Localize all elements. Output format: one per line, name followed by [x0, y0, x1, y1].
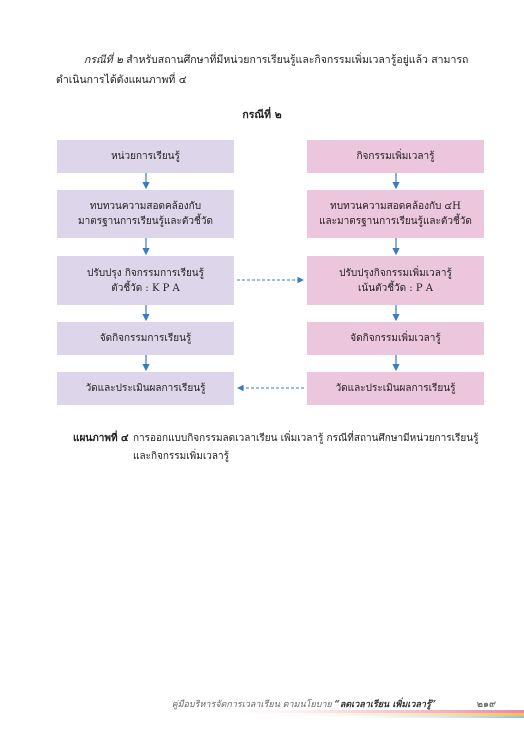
box-assess-learning-right: วัดและประเมินผลการเรียนรู้ [307, 372, 484, 405]
box-label: ปรับปรุง กิจกรรมการเรียนรู้ ตัวชี้วัด : … [86, 267, 205, 294]
box-label: ปรับปรุงกิจกรรมเพิ่มเวลารู้ เน้นตัวชี้วั… [339, 267, 452, 294]
intro-text: สำหรับสถานศึกษาที่มีหน่วยการเรียนรู้และก… [56, 54, 469, 86]
footer-decoration [200, 710, 524, 718]
box-improve-learning-activities: ปรับปรุง กิจกรรมการเรียนรู้ ตัวชี้วัด : … [57, 256, 234, 305]
box-review-standards-right: ทบทวนความสอดคล้องกับ ๔H และมาตรฐานการเรี… [307, 190, 484, 238]
caption-label: แผนภาพที่ ๔ [73, 433, 129, 444]
intro-case-label: กรณีที่ ๒ [84, 54, 123, 66]
caption-text: การออกแบบกิจกรรมลดเวลาเรียน เพิ่มเวลารู้… [133, 433, 479, 462]
box-label: จัดกิจกรรมเพิ่มเวลารู้ [350, 333, 441, 344]
box-review-standards-left: ทบทวนความสอดคล้องกับ มาตรฐานการเรียนรู้แ… [57, 190, 234, 238]
case-title: กรณีที่ ๒ [242, 109, 282, 121]
box-improve-extra-activities: ปรับปรุงกิจกรรมเพิ่มเวลารู้ เน้นตัวชี้วั… [307, 256, 484, 305]
box-label: หน่วยการเรียนรู้ [111, 151, 180, 162]
footer-text: คู่มือบริหารจัดการเวลาเรียน ตามนโยบาย [171, 700, 335, 710]
box-label: ทบทวนความสอดคล้องกับ ๔H และมาตรฐานการเรี… [319, 201, 472, 227]
footer-title: คู่มือบริหารจัดการเวลาเรียน ตามนโยบาย “ล… [172, 697, 436, 711]
box-assess-learning-left: วัดและประเมินผลการเรียนรู้ [57, 372, 234, 405]
page-number: ๒๑๙ [476, 699, 496, 710]
box-label: จัดกิจกรรมการเรียนรู้ [99, 333, 192, 344]
box-label: วัดและประเมินผลการเรียนรู้ [85, 383, 206, 394]
box-run-learning-activities: จัดกิจกรรมการเรียนรู้ [57, 322, 234, 355]
box-extra-time-activities: กิจกรรมเพิ่มเวลารู้ [307, 140, 484, 173]
intro-paragraph: กรณีที่ ๒ สำหรับสถานศึกษาที่มีหน่วยการเร… [56, 50, 488, 90]
box-run-extra-activities: จัดกิจกรรมเพิ่มเวลารู้ [307, 322, 484, 355]
footer-highlight: “ลดเวลาเรียน เพิ่มเวลารู้” [334, 700, 436, 710]
box-label: วัดและประเมินผลการเรียนรู้ [335, 383, 456, 394]
box-label: กิจกรรมเพิ่มเวลารู้ [356, 151, 435, 162]
box-learning-unit: หน่วยการเรียนรู้ [57, 140, 234, 173]
box-label: ทบทวนความสอดคล้องกับ มาตรฐานการเรียนรู้แ… [78, 201, 213, 227]
figure-caption: แผนภาพที่ ๔ การออกแบบกิจกรรมลดเวลาเรียน … [73, 430, 493, 466]
